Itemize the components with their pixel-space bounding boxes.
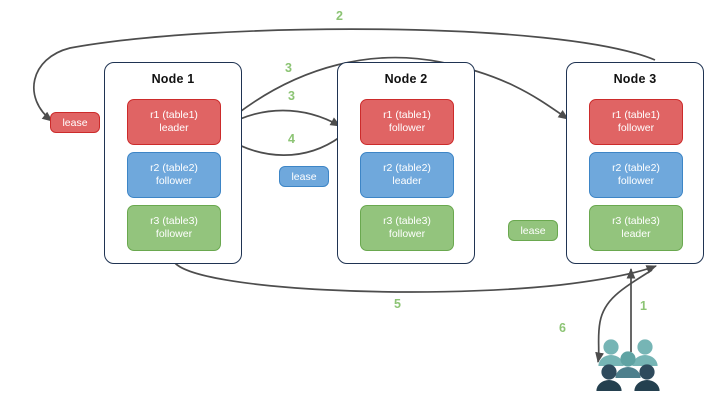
replica-role: follower	[617, 175, 655, 187]
lease-label: lease	[520, 224, 546, 237]
replica-name: r1 (table1)	[383, 108, 431, 121]
replica-role: follower	[388, 122, 426, 134]
replica-name: r2 (table2)	[383, 161, 431, 174]
step-label-3-long: 3	[285, 61, 292, 75]
replica-name: r3 (table3)	[612, 214, 660, 227]
node-card-node1[interactable]: Node 1 r1 (table1) leader r2 (table2) fo…	[104, 62, 242, 264]
edge-step-4	[225, 136, 341, 156]
step-label-4: 4	[288, 132, 295, 146]
replica-node3-r2[interactable]: r2 (table2) follower	[589, 152, 683, 198]
replica-node2-r3[interactable]: r3 (table3) follower	[360, 205, 454, 251]
node-title: Node 3	[613, 72, 657, 86]
replica-role: follower	[155, 228, 193, 240]
replica-name: r3 (table3)	[150, 214, 198, 227]
replica-node3-r3[interactable]: r3 (table3) leader	[589, 205, 683, 251]
replica-node1-r2[interactable]: r2 (table2) follower	[127, 152, 221, 198]
replica-role: leader	[159, 122, 189, 134]
lease-chip-r3[interactable]: lease	[508, 220, 558, 241]
clients-group	[596, 338, 668, 403]
step-label-5: 5	[394, 297, 401, 311]
replica-role: leader	[392, 175, 422, 187]
replica-role: follower	[617, 122, 655, 134]
lease-chip-r2[interactable]: lease	[279, 166, 329, 187]
lease-label: lease	[291, 170, 317, 183]
replica-role: leader	[621, 228, 651, 240]
replica-role: follower	[155, 175, 193, 187]
replica-node1-r1[interactable]: r1 (table1) leader	[127, 99, 221, 145]
node-title: Node 1	[151, 72, 195, 86]
step-label-3-short: 3	[288, 89, 295, 103]
replica-name: r1 (table1)	[150, 108, 198, 121]
replica-node1-r3[interactable]: r3 (table3) follower	[127, 205, 221, 251]
replica-role: follower	[388, 228, 426, 240]
replica-name: r2 (table2)	[150, 161, 198, 174]
people-icon	[596, 339, 660, 391]
replica-node3-r1[interactable]: r1 (table1) follower	[589, 99, 683, 145]
node-title: Node 2	[384, 72, 428, 86]
node-card-node2[interactable]: Node 2 r1 (table1) follower r2 (table2) …	[337, 62, 475, 264]
replica-name: r1 (table1)	[612, 108, 660, 121]
lease-label: lease	[62, 116, 88, 129]
node-card-node3[interactable]: Node 3 r1 (table1) follower r2 (table2) …	[566, 62, 704, 264]
lease-chip-r1[interactable]: lease	[50, 112, 100, 133]
replica-name: r3 (table3)	[383, 214, 431, 227]
replica-name: r2 (table2)	[612, 161, 660, 174]
edge-step-5	[174, 262, 657, 293]
replica-node2-r1[interactable]: r1 (table1) follower	[360, 99, 454, 145]
step-label-2: 2	[336, 9, 343, 23]
step-label-6: 6	[559, 321, 566, 335]
step-label-1: 1	[640, 299, 647, 313]
replica-node2-r2[interactable]: r2 (table2) leader	[360, 152, 454, 198]
